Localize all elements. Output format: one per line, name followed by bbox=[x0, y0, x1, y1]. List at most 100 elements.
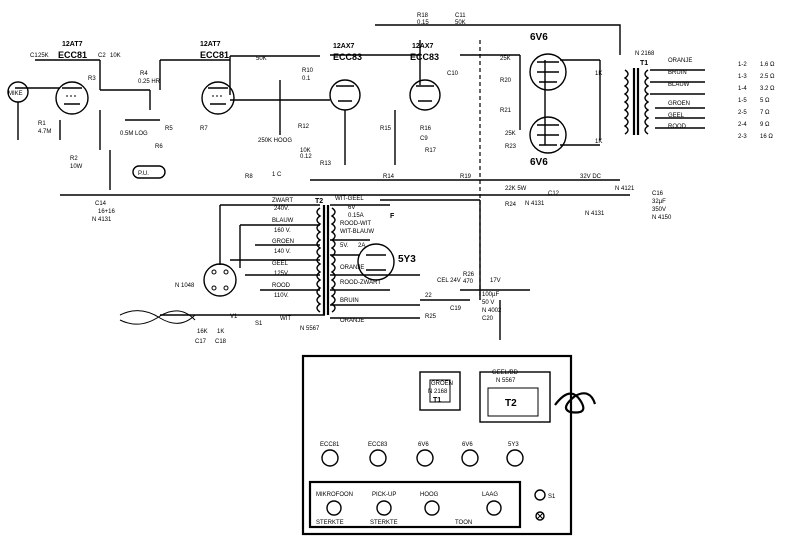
pilot-lamp bbox=[535, 511, 545, 521]
pri-color: BLAUW bbox=[272, 218, 294, 224]
c12-n: N 4131 bbox=[585, 211, 605, 217]
r25-label: R23 bbox=[505, 144, 517, 150]
ground-label: 1 C bbox=[272, 172, 282, 178]
socket bbox=[321, 449, 339, 467]
sec-color: WIT-BLAUW bbox=[340, 229, 374, 235]
socket bbox=[506, 449, 524, 467]
chassis-t2 bbox=[479, 371, 551, 423]
socket bbox=[461, 449, 479, 467]
chassis-switch-label: S1 bbox=[548, 494, 556, 500]
sec-color: ORANJE bbox=[340, 265, 364, 271]
switch bbox=[534, 489, 546, 501]
tube-v4: 12AX7 ECC83 bbox=[409, 43, 441, 111]
c19-label: C19 bbox=[450, 306, 462, 312]
r2-value: 10W bbox=[70, 164, 83, 170]
socket bbox=[416, 449, 434, 467]
socket-label: ECC81 bbox=[320, 442, 340, 448]
socket-label: 6V6 bbox=[462, 442, 473, 448]
r-1k-a: 1K bbox=[595, 71, 602, 77]
mains-label: V1 bbox=[230, 314, 238, 320]
tap-imp: 9 Ω bbox=[760, 122, 770, 128]
pri-color: GEEL bbox=[272, 261, 289, 267]
switch-label: S1 bbox=[255, 321, 263, 327]
knob bbox=[424, 500, 440, 516]
r24-value: 22K 5W bbox=[505, 186, 527, 192]
r19-label: R19 bbox=[460, 174, 472, 180]
c16-label: C16 bbox=[652, 191, 664, 197]
selector-label: N 1048 bbox=[175, 283, 195, 289]
control-panel bbox=[308, 480, 522, 529]
pri-color: ZWART bbox=[272, 198, 293, 204]
sec-amp: 0.15A bbox=[348, 213, 364, 219]
tap-conn: 2-5 bbox=[738, 110, 747, 116]
filter-labels: R26 470 17V CEL 24V 100µF 50 V N 4002 C2… bbox=[425, 272, 502, 322]
mic-input: MIKE C1 25K R1 4.7M bbox=[7, 53, 51, 140]
tap-conn: 2-3 bbox=[738, 134, 747, 140]
tap-imp: 16 Ω bbox=[760, 134, 773, 140]
tube-v1: 12AT7 ECC81 bbox=[55, 41, 89, 115]
tap-conn: 1-3 bbox=[738, 74, 747, 80]
tube-v7-name: 5Y3 bbox=[398, 254, 416, 265]
fuse-label: F bbox=[390, 213, 395, 220]
r25-value: 22 bbox=[425, 293, 432, 299]
knob bbox=[326, 500, 342, 516]
r5-label: R5 bbox=[165, 126, 173, 132]
c20-n: N 4002 bbox=[482, 308, 502, 314]
c15-value2: 350V bbox=[652, 207, 666, 213]
component-labels: C2 10K R3 R4 0.25 HR R5 R6 0.5M LOG R2 1… bbox=[70, 13, 672, 223]
tap-table: 1-2 1.6 Ω 1-3 2.5 Ω 1-4 3.2 Ω 1-5 5 Ω 2-… bbox=[738, 62, 775, 140]
r7-label: R7 bbox=[200, 126, 208, 132]
r14-label: R14 bbox=[383, 174, 395, 180]
sec-color: BRUIN bbox=[340, 298, 359, 304]
r26-value: 470 bbox=[463, 279, 474, 285]
r17-label: R17 bbox=[425, 148, 437, 154]
chassis-t2-part: N 5567 bbox=[496, 378, 516, 384]
tap-imp: 3.2 Ω bbox=[760, 86, 775, 92]
tube-v5: 6V6 bbox=[529, 32, 567, 91]
control-sub: TOON bbox=[455, 520, 472, 526]
t1-wire-2: BRUIN bbox=[668, 70, 687, 76]
r22-label: 25K bbox=[500, 56, 511, 62]
socket bbox=[369, 449, 387, 467]
chassis-t2-label: T2 bbox=[505, 398, 517, 409]
c1-value: 25K bbox=[38, 53, 49, 59]
c15-n2: N 4150 bbox=[652, 215, 672, 221]
r18-label: R18 bbox=[417, 13, 429, 19]
tube-v2-type: 12AT7 bbox=[200, 41, 221, 48]
r9-label: 50K bbox=[256, 56, 267, 62]
t1-wire-3: BLAUW bbox=[668, 82, 690, 88]
tube-v3: 12AX7 ECC83 bbox=[329, 43, 362, 111]
knob bbox=[376, 500, 392, 516]
control-label: PICK-UP bbox=[372, 492, 396, 498]
tap-conn: 1-5 bbox=[738, 98, 747, 104]
socket-label: 5Y3 bbox=[508, 442, 519, 448]
sec-amp: 2A bbox=[358, 243, 365, 249]
tube-v4-type: 12AX7 bbox=[412, 43, 434, 50]
sec-volt: 5V. bbox=[340, 243, 349, 249]
c14-label: C14 bbox=[95, 201, 107, 207]
pri-volt: 110V. bbox=[274, 293, 289, 299]
t1-wire-5: GEEL bbox=[668, 113, 685, 119]
r18-value: 0.15 bbox=[417, 20, 429, 26]
r12-label: R12 bbox=[298, 124, 310, 130]
c2-value: 10K bbox=[110, 53, 121, 59]
t1-part: N 2168 bbox=[635, 51, 655, 57]
t1-wire-4: GROEN bbox=[668, 101, 690, 107]
r10-label: R10 bbox=[302, 68, 314, 74]
t1-label: T1 bbox=[640, 60, 648, 67]
tap-conn: 1-4 bbox=[738, 86, 747, 92]
pri-volt: 160 V. bbox=[274, 228, 291, 234]
v17-label: 17V bbox=[490, 278, 501, 284]
c18-label: C18 bbox=[215, 339, 227, 345]
chassis-t1 bbox=[419, 371, 461, 411]
r25-label: R25 bbox=[425, 314, 437, 320]
tube-v3-name: ECC83 bbox=[333, 52, 362, 62]
c11-value: 50K bbox=[455, 20, 466, 26]
c13-n: N 4131 bbox=[525, 201, 545, 207]
c15-n: N 4121 bbox=[615, 186, 635, 192]
r1-value: 4.7M bbox=[38, 129, 51, 135]
r13-label: R13 bbox=[320, 161, 332, 167]
control-sub: STERKTE bbox=[316, 520, 344, 526]
tap-conn: 1-2 bbox=[738, 62, 747, 68]
sec-color: WIT-GEEL bbox=[335, 196, 364, 202]
